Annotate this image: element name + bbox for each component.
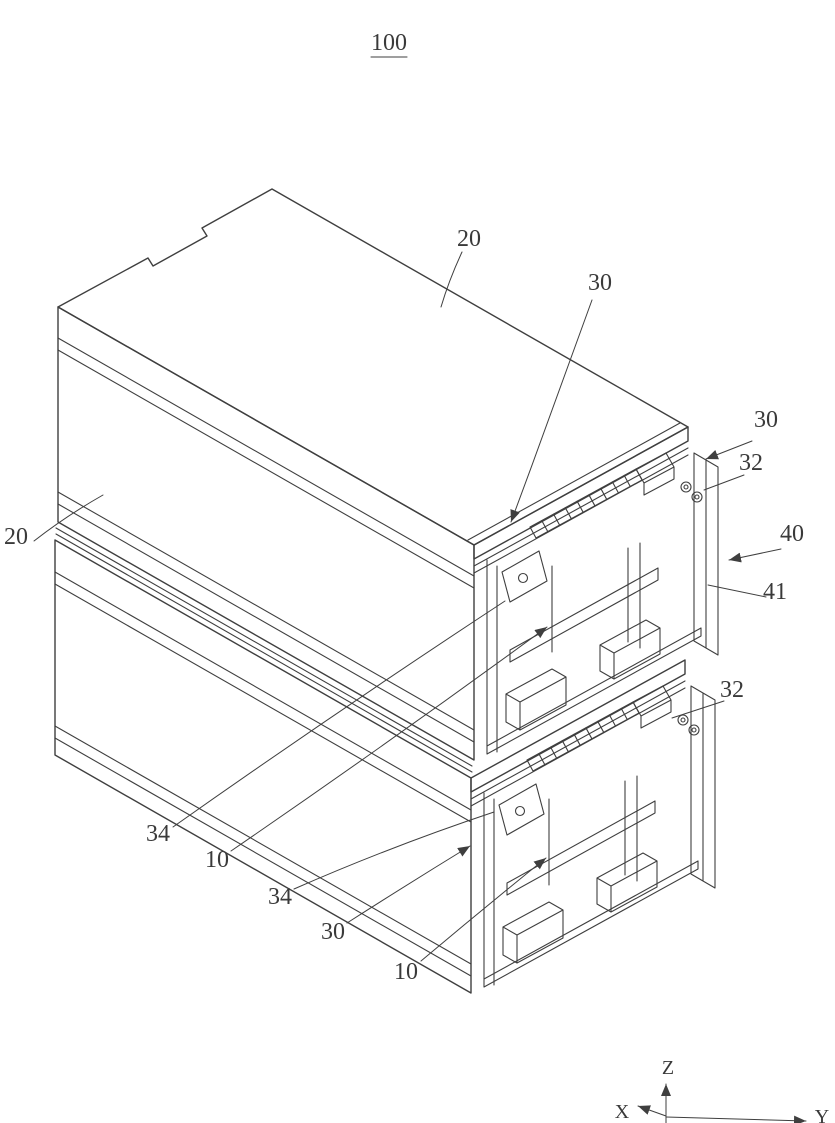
frame-left-jamb — [486, 559, 498, 753]
frame-right-post — [693, 452, 719, 656]
leader-30-top — [510, 299, 593, 523]
reference-labels: 20 30 30 32 40 41 32 20 34 10 34 30 10 — [4, 226, 804, 985]
leader-20-top — [440, 251, 463, 308]
axis-y-line — [665, 1115, 807, 1123]
axis-x-label: X — [615, 1101, 630, 1123]
leader-32-lower — [671, 700, 725, 719]
ref-label-20-top: 20 — [457, 226, 481, 252]
bolt-head-inner — [683, 484, 689, 490]
frame-interior-verticals — [551, 542, 641, 653]
lower-module-face-stripes — [54, 571, 472, 977]
toothed-strip — [529, 468, 643, 539]
frame-foot-left — [505, 668, 567, 731]
axis-y-label: Y — [815, 1106, 829, 1123]
module-gap-lines — [55, 527, 473, 773]
bolt-head-outer — [691, 491, 703, 503]
ref-label-30-lower: 30 — [321, 919, 345, 945]
leader-32-upper — [703, 474, 745, 491]
ref-label-41: 41 — [763, 579, 787, 605]
leader-40 — [728, 548, 782, 563]
lower-module — [54, 527, 473, 994]
axis-indicator: Z X Y — [615, 1057, 829, 1123]
leader-10-upper — [230, 626, 548, 852]
leader-lines — [33, 251, 782, 962]
upper-module-face-stripes — [57, 337, 475, 743]
upper-module-top-face — [57, 188, 689, 546]
ref-label-30-top: 30 — [588, 270, 612, 296]
upper-end-frame — [473, 426, 719, 755]
ref-label-10-upper: 10 — [205, 847, 229, 873]
frame-corner-pad — [501, 550, 548, 603]
ref-label-30-right: 30 — [754, 407, 778, 433]
frame-bottom-sill — [486, 627, 702, 755]
ref-label-34-lower: 34 — [268, 884, 292, 910]
figure-title: 100 — [371, 30, 407, 56]
upper-module-top-face-inset — [467, 422, 681, 541]
ref-label-40: 40 — [780, 521, 804, 547]
bolt-head-inner — [694, 494, 700, 500]
ref-label-32-upper: 32 — [739, 450, 763, 476]
strip-teeth — [541, 474, 631, 533]
bolt-head-outer — [680, 481, 692, 493]
leader-10-lower — [420, 857, 547, 962]
leader-20-left — [33, 494, 104, 542]
frame-rim — [473, 426, 689, 560]
ref-label-34-upper: 34 — [146, 821, 170, 847]
lower-end-frame — [470, 659, 716, 988]
pad-hole — [517, 572, 529, 584]
ref-label-10-lower: 10 — [394, 959, 418, 985]
frame-rim-lines — [473, 447, 689, 574]
axis-x-line — [637, 1105, 667, 1117]
upper-module-front-face — [57, 306, 475, 761]
leader-34-upper — [172, 600, 506, 828]
ref-label-32-lower: 32 — [720, 677, 744, 703]
bolt-bracket — [635, 452, 675, 496]
leader-30-lower — [346, 845, 471, 924]
leader-34-lower — [293, 811, 495, 890]
frame-foot-right — [599, 619, 661, 680]
lower-module-front-face — [54, 539, 472, 994]
leader-41 — [707, 584, 767, 598]
ref-label-20-left: 20 — [4, 524, 28, 550]
frame-mid-beam — [509, 567, 659, 663]
leader-30-right — [705, 440, 753, 460]
axis-z-label: Z — [662, 1057, 674, 1079]
